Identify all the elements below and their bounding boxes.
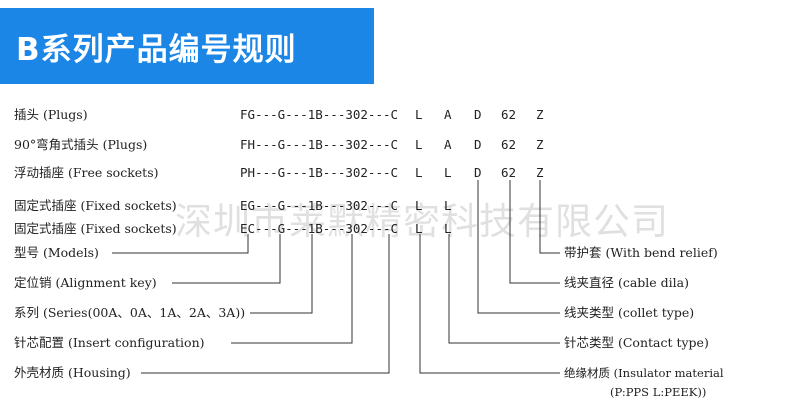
legend-models: 型号 (Models) — [14, 245, 99, 260]
row-letter: A — [444, 137, 452, 152]
row-code-right-angle-plugs: FH---G---1B---302---C — [240, 137, 399, 152]
row-code-free-sockets: PH---G---1B---302---C — [240, 165, 399, 180]
legend-series: 系列 (Series(00A、0A、1A、2A、3A)) — [14, 305, 246, 320]
row-letter: D — [474, 107, 482, 122]
legend-contact-type: 针芯类型 (Contact type) — [564, 335, 709, 350]
legend-alignment-key: 定位销 (Alignment key) — [14, 275, 157, 290]
row-letter: L — [415, 107, 423, 122]
row-letter: L — [444, 221, 452, 236]
row-letter: 62 — [501, 137, 517, 152]
row-letter: L — [444, 198, 452, 213]
row-letter: 62 — [501, 107, 517, 122]
row-letter: 62 — [501, 165, 517, 180]
row-code-fixed-sockets-2: EC---G---1B---302---C — [240, 221, 399, 236]
row-letter: Z — [536, 137, 544, 152]
legend-insert-configuration: 针芯配置 (Insert configuration) — [14, 335, 205, 350]
row-letter: A — [444, 107, 452, 122]
legend-bend-relief: 带护套 (With bend relief) — [564, 245, 718, 260]
legend-cable-dia: 线夹直径 (cable dila) — [564, 275, 690, 290]
row-letter: L — [415, 165, 423, 180]
row-letter: D — [474, 165, 482, 180]
page-title: B系列产品编号规则 — [16, 31, 297, 68]
row-label-right-angle-plugs: 90°弯角式插头 (Plugs) — [14, 137, 148, 152]
row-letter: Z — [536, 107, 544, 122]
row-letter: Z — [536, 165, 544, 180]
row-label-fixed-sockets-2: 固定式插座 (Fixed sockets) — [14, 221, 177, 236]
row-code-fixed-sockets-1: EG---G---1B---302---C — [240, 198, 399, 213]
row-letter: L — [415, 137, 423, 152]
legend-collet-type: 线夹类型 (collet type) — [564, 305, 695, 320]
title-banner: B系列产品编号规则 — [0, 8, 374, 84]
row-label-fixed-sockets-1: 固定式插座 (Fixed sockets) — [14, 198, 177, 213]
row-label-plugs: 插头 (Plugs) — [14, 107, 88, 122]
row-label-free-sockets: 浮动插座 (Free sockets) — [14, 165, 159, 180]
company-watermark: 深圳市莱默精密科技有限公司 — [175, 200, 669, 243]
row-letter: L — [415, 221, 423, 236]
legend-housing: 外壳材质 (Housing) — [14, 365, 131, 380]
row-letter: D — [474, 137, 482, 152]
row-letter: L — [444, 165, 452, 180]
row-code-plugs: FG---G---1B---302---C — [240, 107, 399, 122]
legend-insulator-options: (P:PPS L:PEEK)) — [610, 385, 707, 399]
row-letter: L — [415, 198, 423, 213]
legend-insulator-material: 绝缘材质 (Insulator material — [564, 366, 724, 380]
